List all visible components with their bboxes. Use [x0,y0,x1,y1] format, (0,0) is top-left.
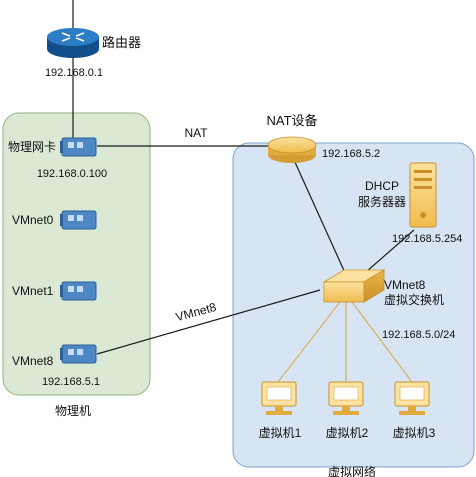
adapter-vmnet0-chip-icon [68,215,74,221]
vmnet8-link-line [96,289,321,355]
nat-link-label: NAT [184,126,208,140]
router-ip: 192.168.0.1 [45,67,103,79]
physical-machine-label: 物理机 [55,404,91,418]
adapter-vmnet1-label: VMnet1 [12,284,54,298]
physical-nic: 物理网卡 192.168.0.100 [8,137,107,180]
dhcp-server-ip: 192.168.5.254 [392,233,462,245]
physical-machine-box [2,112,151,396]
router: 路由器 192.168.0.1 [45,28,141,79]
virtual-switch-label-line2: 虚拟交换机 [384,292,444,307]
vm-2-screen-icon [333,386,359,401]
virtual-switch-label-line1: VMnet8 [384,278,426,292]
dhcp-server-slot1-icon [414,170,432,173]
physical-nic-chip2-icon [77,142,83,148]
vm-1-screen-icon [266,386,292,401]
vm-1-label: 虚拟机1 [259,426,302,440]
adapter-vmnet0-chip2-icon [77,215,83,221]
physical-nic-ip: 192.168.0.100 [37,168,107,180]
adapter-vmnet8-label: VMnet8 [12,354,54,368]
dhcp-to-switch-line [365,229,415,273]
dhcp-server-label-line2: 服务器器 [358,194,406,209]
dhcp-server-slot2-icon [414,178,432,181]
vm-1-stand-icon [275,406,283,411]
connections [72,0,415,355]
adapter-vmnet1-bracket-icon [60,285,63,297]
nat-device-label: NAT设备 [266,113,317,128]
virtual-switch-side-icon [363,269,385,303]
adapter-vmnet0-label: VMnet0 [12,213,54,227]
virtual-switch-front-icon [323,281,365,303]
switch-to-vm-lines [277,301,413,383]
vm-1: 虚拟机1 [259,381,302,440]
adapter-vmnet1-chip-icon [68,286,74,292]
adapter-vmnet0: VMnet0 [12,210,97,230]
adapter-vmnet8-chip-icon [68,349,74,355]
router-top-icon [47,28,99,46]
vm-3-base-icon [399,411,425,415]
adapter-vmnet8: VMnet8 192.168.5.1 [12,344,100,388]
virtual-switch: VMnet8 虚拟交换机 192.168.5.0/24 [322,269,455,341]
dhcp-server-label-line1: DHCP [365,179,399,193]
switch-to-vm3-line [351,301,413,383]
virtual-network-label: 虚拟网络 [328,464,376,477]
vm-2-base-icon [333,411,359,415]
virtual-switch-subnet: 192.168.5.0/24 [382,329,455,341]
physical-nic-bracket-icon [60,141,63,153]
physical-nic-chip-icon [68,142,74,148]
dhcp-server-led-icon [420,212,426,218]
vm-3-label: 虚拟机3 [393,426,436,440]
vm-3-stand-icon [408,406,416,411]
physical-machine-group: 物理机 [2,112,151,418]
adapter-vmnet1: VMnet1 [12,281,97,301]
adapter-vmnet0-bracket-icon [60,214,63,226]
adapter-vmnet1-chip2-icon [77,286,83,292]
vm-2-label: 虚拟机2 [326,426,369,440]
vm-3-screen-icon [399,386,425,401]
physical-nic-label: 物理网卡 [8,140,56,154]
adapter-vmnet8-ip: 192.168.5.1 [42,376,100,388]
vm-2: 虚拟机2 [326,381,369,440]
nat-to-switch-line [293,159,347,276]
router-arrows-icon [61,32,85,42]
router-label: 路由器 [102,35,141,50]
switch-to-vm1-line [277,301,341,383]
nat-device-top-icon [267,136,317,154]
adapter-vmnet8-bracket-icon [60,348,63,360]
vm-1-base-icon [266,411,292,415]
vm-3: 虚拟机3 [393,381,436,440]
vm-2-stand-icon [342,406,350,411]
dhcp-server-slot3-icon [414,186,432,189]
nat-device: NAT设备 192.168.5.2 [266,113,380,163]
nat-device-ip: 192.168.5.2 [322,148,380,160]
vmnet8-link-label: VMnet8 [174,300,218,324]
dhcp-server: DHCP 服务器器 192.168.5.254 [358,162,462,245]
adapter-vmnet8-chip2-icon [77,349,83,355]
